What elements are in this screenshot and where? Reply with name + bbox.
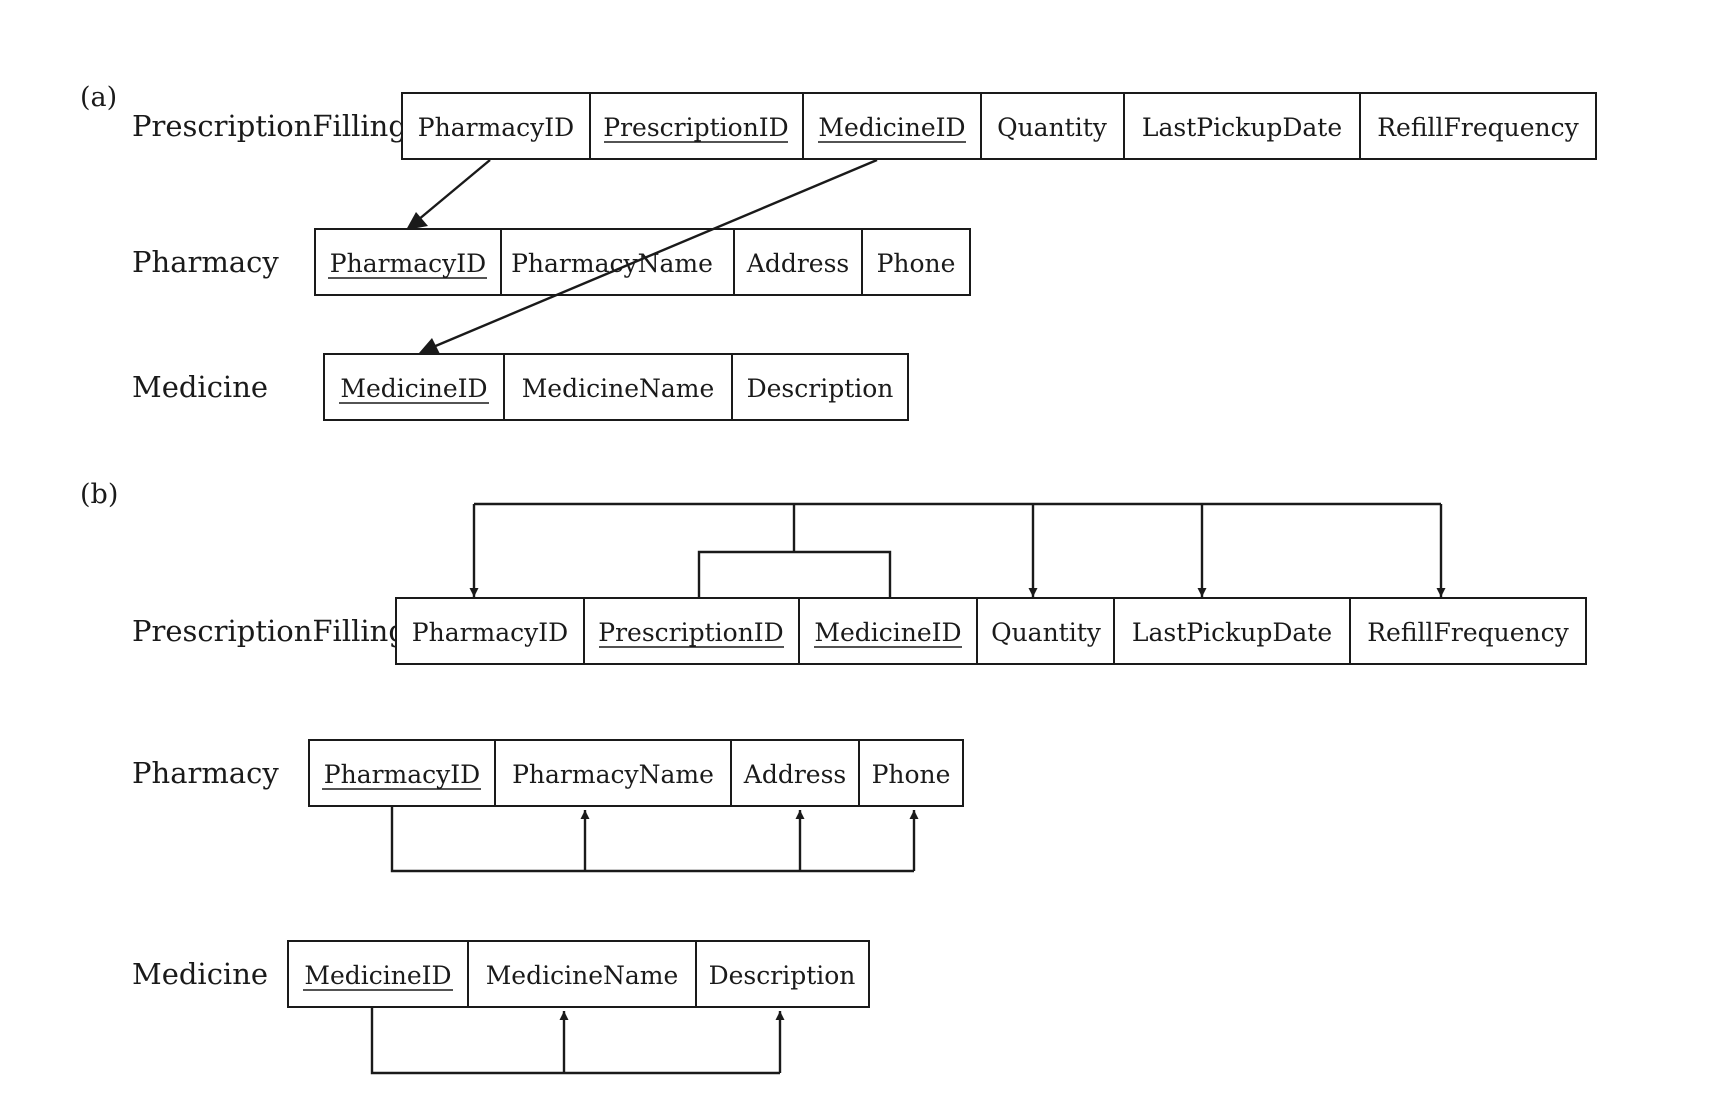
attribute-phone: Phone <box>858 739 964 807</box>
attribute-label: Quantity <box>997 113 1108 142</box>
relation-medicine-a: Medicine MedicineID MedicineName Descrip… <box>132 353 909 421</box>
attribute-pharmacyid: PharmacyID <box>395 597 585 665</box>
attribute-prescriptionid: PrescriptionID <box>583 597 800 665</box>
relation-name: Pharmacy <box>132 245 279 279</box>
attribute-label: LastPickupDate <box>1142 113 1342 142</box>
relation-name: Medicine <box>132 957 268 991</box>
attribute-label: Address <box>746 249 849 278</box>
attribute-medicineid: MedicineID <box>798 597 978 665</box>
attribute-quantity: Quantity <box>976 597 1115 665</box>
attribute-medicinename: MedicineName <box>503 353 733 421</box>
fk-arrowhead-medicineid <box>419 338 440 354</box>
attribute-label: Phone <box>872 760 951 789</box>
attribute-label: PharmacyID <box>330 249 486 278</box>
attribute-label: PharmacyID <box>324 760 480 789</box>
attribute-refillfrequency: RefillFrequency <box>1359 92 1597 160</box>
fd-determinant-bracket <box>697 550 892 597</box>
attribute-pharmacyid: PharmacyID <box>314 228 502 296</box>
attribute-pharmacyid: PharmacyID <box>401 92 591 160</box>
relation-name: PrescriptionFilling <box>132 614 407 648</box>
part-a-foreign-key-arrows <box>406 158 878 354</box>
attribute-label: Address <box>743 760 846 789</box>
attribute-address: Address <box>733 228 863 296</box>
attribute-lastpickupdate: LastPickupDate <box>1123 92 1361 160</box>
attribute-label: MedicineName <box>522 374 715 403</box>
attribute-label: PrescriptionID <box>603 113 788 142</box>
fk-arrow-medicineid <box>425 158 878 352</box>
attribute-refillfrequency: RefillFrequency <box>1349 597 1587 665</box>
part-b-tag: (b) <box>80 479 118 510</box>
relation-prescriptionfilling-a: PrescriptionFilling PharmacyID Prescript… <box>132 92 1597 160</box>
attribute-label: RefillFrequency <box>1367 618 1569 647</box>
attribute-label: PharmacyName <box>511 249 713 278</box>
attribute-label: Description <box>709 961 856 990</box>
attribute-description: Description <box>731 353 909 421</box>
attribute-label: Description <box>747 374 894 403</box>
attribute-medicinename: MedicineName <box>467 940 697 1008</box>
attribute-address: Address <box>730 739 860 807</box>
part-a-tag: (a) <box>80 82 117 113</box>
attribute-quantity: Quantity <box>980 92 1125 160</box>
attribute-pharmacyname: PharmacyName <box>500 228 735 296</box>
fd-bottom-bar <box>390 807 914 873</box>
fk-arrowhead-pharmacyid <box>406 212 428 230</box>
fd-prescriptionfilling <box>469 502 1446 597</box>
attribute-label: MedicineID <box>340 374 487 403</box>
fd-bottom-bar <box>370 1008 780 1075</box>
attribute-label: MedicineID <box>304 961 451 990</box>
attribute-medicineid: MedicineID <box>802 92 982 160</box>
attribute-label: MedicineName <box>486 961 679 990</box>
relation-name: Medicine <box>132 370 268 404</box>
relation-pharmacy-b: Pharmacy PharmacyID PharmacyName Address… <box>132 739 964 807</box>
relation-medicine-b: Medicine MedicineID MedicineName Descrip… <box>132 940 870 1008</box>
fd-pharmacy <box>390 807 919 873</box>
attribute-label: Quantity <box>991 618 1102 647</box>
attribute-label: PrescriptionID <box>598 618 783 647</box>
attribute-label: PharmacyName <box>512 760 714 789</box>
attribute-description: Description <box>695 940 870 1008</box>
attribute-medicineid: MedicineID <box>287 940 469 1008</box>
relation-pharmacy-a: Pharmacy PharmacyID PharmacyName Address… <box>132 228 971 296</box>
attribute-label: LastPickupDate <box>1132 618 1332 647</box>
attribute-label: RefillFrequency <box>1377 113 1579 142</box>
attribute-pharmacyname: PharmacyName <box>494 739 732 807</box>
relation-name: Pharmacy <box>132 756 279 790</box>
relation-prescriptionfilling-b: PrescriptionFilling PharmacyID Prescript… <box>132 597 1587 665</box>
attribute-pharmacyid: PharmacyID <box>308 739 496 807</box>
attribute-label: PharmacyID <box>418 113 574 142</box>
attribute-medicineid: MedicineID <box>323 353 505 421</box>
attribute-label: Phone <box>877 249 956 278</box>
fd-medicine <box>370 1008 785 1075</box>
attribute-lastpickupdate: LastPickupDate <box>1113 597 1351 665</box>
relation-name: PrescriptionFilling <box>132 109 407 143</box>
fk-arrow-pharmacyid <box>411 159 491 226</box>
attribute-label: PharmacyID <box>412 618 568 647</box>
attribute-phone: Phone <box>861 228 971 296</box>
attribute-prescriptionid: PrescriptionID <box>589 92 804 160</box>
attribute-label: MedicineID <box>818 113 965 142</box>
attribute-label: MedicineID <box>814 618 961 647</box>
